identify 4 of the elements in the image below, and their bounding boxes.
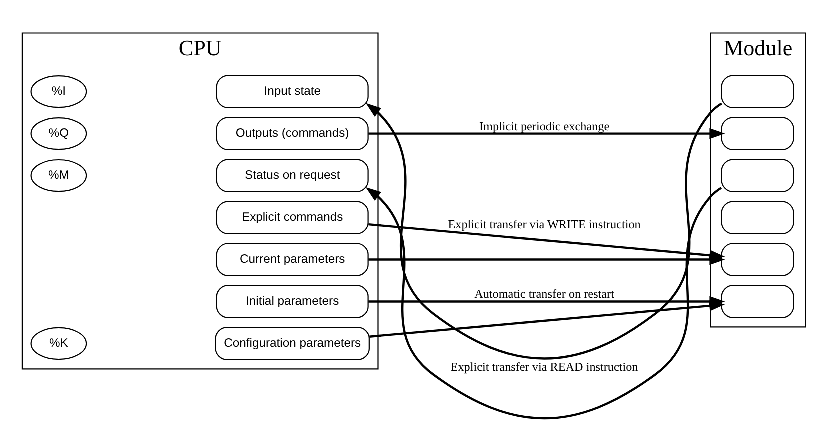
edge-label: Explicit transfer via WRITE instruction [448, 217, 640, 232]
edge-label: Explicit transfer via READ instruction [450, 360, 638, 374]
edge-label: Implicit periodic exchange [478, 118, 610, 133]
edge-label: Automatic transfer on restart [474, 286, 614, 301]
